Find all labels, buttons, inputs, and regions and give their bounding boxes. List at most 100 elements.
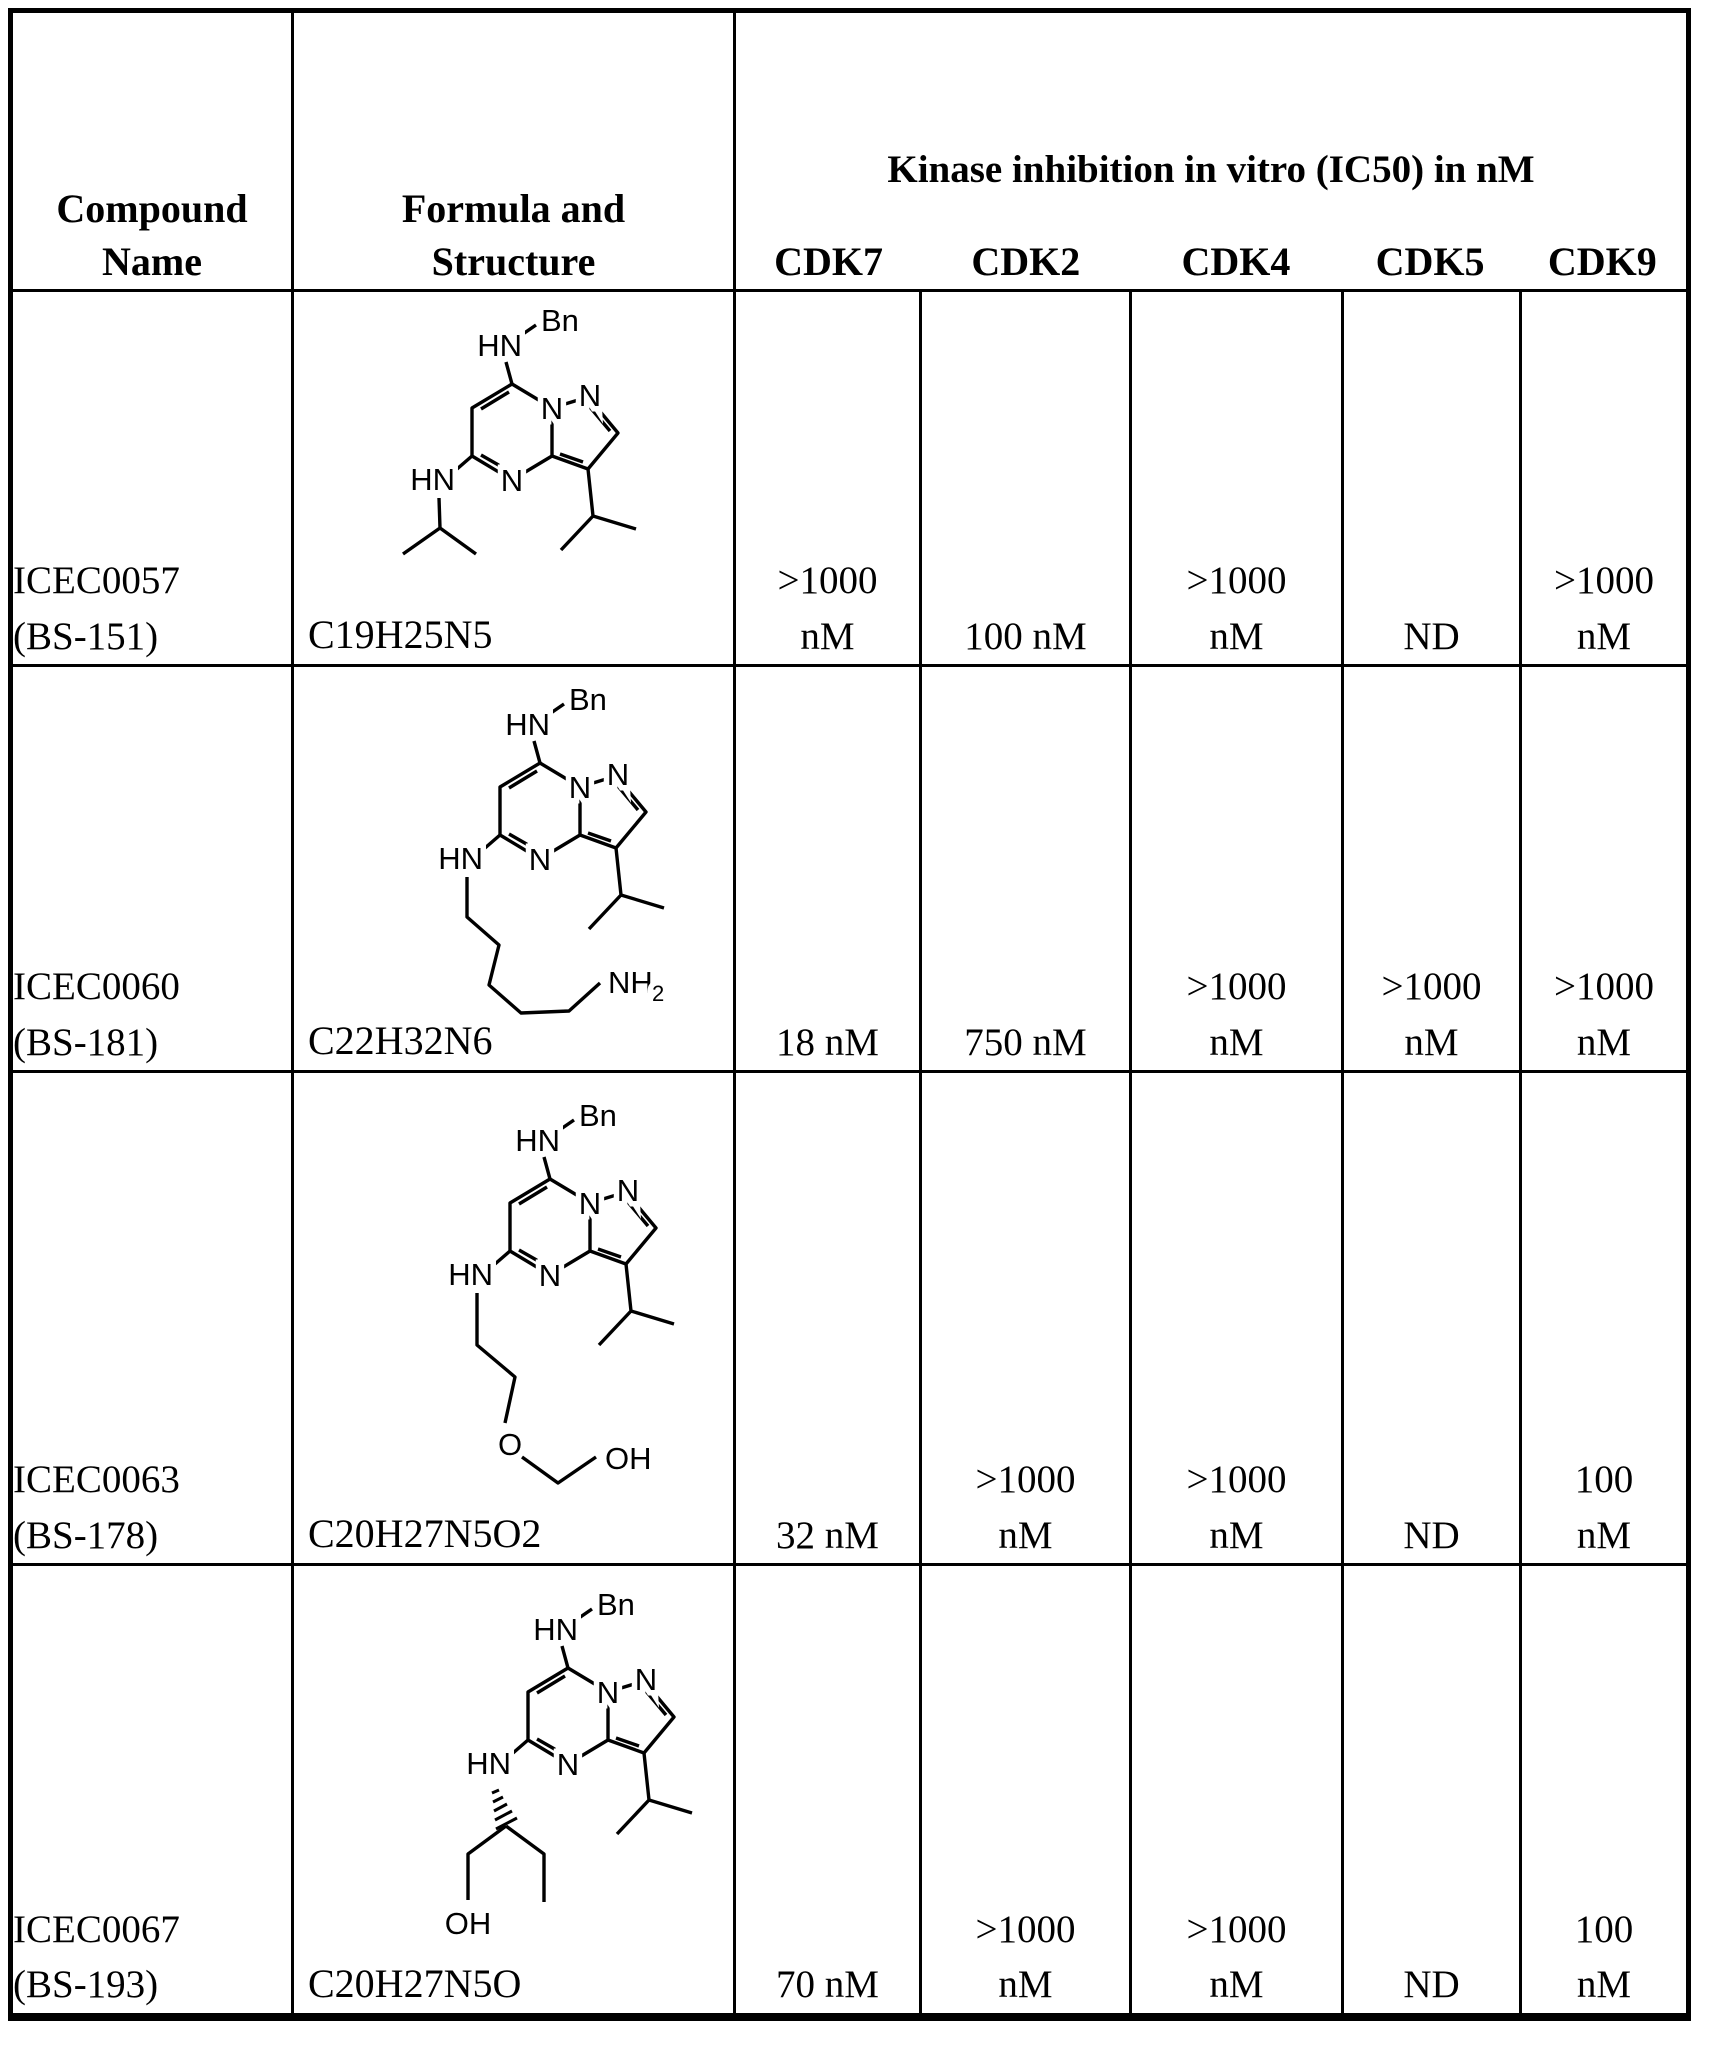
- bridgehead-n-label: N: [579, 1186, 601, 1221]
- value-cdk7: 32 nM: [733, 1070, 922, 1566]
- col-header-cdk5: CDK5: [1375, 239, 1485, 284]
- benzyl-bn-label: Bn: [579, 1098, 617, 1133]
- kinase-inhibition-table: Compound Name Formula and Structure Kina…: [8, 8, 1691, 2021]
- compound-name-line2: (BS-193): [13, 1963, 159, 2007]
- amine-hn-label: HN: [438, 841, 483, 876]
- amine-hn-label: HN: [533, 1612, 578, 1647]
- value-cdk7: 70 nM: [733, 1563, 922, 2018]
- header-row: Compound Name Formula and Structure Kina…: [9, 9, 1690, 292]
- value-cdk5: ND: [1341, 1563, 1522, 2018]
- kinase-title: Kinase inhibition in vitro (IC50) in nM: [887, 148, 1535, 191]
- pyrazole-n-label: N: [607, 757, 629, 792]
- pyrimidine-n-label: N: [539, 1258, 561, 1293]
- compound-name-line1: ICEC0067: [13, 1907, 180, 1951]
- value-line: nM: [1576, 614, 1632, 658]
- header-compound-name: Compound Name: [9, 9, 294, 292]
- value-line: 100 nM: [964, 614, 1087, 658]
- value-line: >1000: [1186, 559, 1287, 603]
- value-cdk2: 100 nM: [919, 289, 1132, 667]
- bridgehead-n-label: N: [569, 770, 591, 805]
- structure-cell-icec0057: HN Bn N N N HN C19H25N5: [291, 289, 736, 667]
- bridgehead-n-label: N: [597, 1675, 619, 1710]
- value-line: nM: [1576, 1020, 1632, 1064]
- structure-cell-icec0063: HN Bn N N N HN O OH C20H27N5O2: [291, 1070, 736, 1566]
- value-line: nM: [1209, 1963, 1264, 2007]
- value-line: >1000: [975, 1907, 1076, 1951]
- bridgehead-n-label: N: [541, 391, 563, 426]
- value-cdk2: >1000 nM: [919, 1070, 1132, 1566]
- value-line: 32 nM: [776, 1513, 879, 1557]
- hydroxyl-oh-label: OH: [445, 1906, 492, 1941]
- hydroxyl-oh-label: OH: [605, 1441, 652, 1476]
- amine-hn-label: HN: [505, 707, 550, 742]
- amine-hn-label: HN: [448, 1257, 493, 1292]
- value-line: 750 nM: [964, 1020, 1087, 1064]
- value-cdk5: ND: [1341, 289, 1522, 667]
- value-cdk2: 750 nM: [919, 664, 1132, 1073]
- benzyl-bn-label: Bn: [541, 303, 579, 338]
- value-cdk9: >1000 nM: [1519, 664, 1690, 1073]
- compound-table-sheet: Compound Name Formula and Structure Kina…: [8, 8, 1691, 2021]
- compound-name-line2: (BS-178): [13, 1513, 159, 1557]
- value-cdk5: >1000 nM: [1341, 664, 1522, 1073]
- value-cdk7: >1000 nM: [733, 289, 922, 667]
- value-line: nM: [1209, 614, 1264, 658]
- structure-cell-icec0060: HN Bn N N N HN NH 2 C22H32N6: [291, 664, 736, 1073]
- amine-subscript-2: 2: [652, 981, 664, 1006]
- value-line: >1000: [777, 559, 878, 603]
- value-line: nM: [1209, 1513, 1264, 1557]
- col-header-cdk4: CDK4: [1181, 239, 1291, 284]
- molecular-formula: C20H27N5O2: [308, 1511, 542, 1556]
- pyrimidine-n-label: N: [529, 842, 551, 877]
- value-cdk9: 100 nM: [1519, 1070, 1690, 1566]
- value-cdk5: ND: [1341, 1070, 1522, 1566]
- molecular-formula: C19H25N5: [308, 612, 493, 657]
- ether-o-label: O: [498, 1427, 522, 1462]
- chemical-structure-drawing: HN Bn N N N HN O OH: [443, 1093, 675, 1485]
- compound-name-line2: (BS-151): [13, 614, 159, 658]
- col-header-cdk9: CDK9: [1547, 239, 1657, 284]
- value-line: >1000: [1186, 1907, 1287, 1951]
- table-row: ICEC0067 (BS-193): [9, 1563, 1690, 2018]
- kinase-subheaders: CDK7 CDK2 CDK4 CDK5 CDK9: [738, 238, 1686, 288]
- value-line: >1000: [1186, 965, 1287, 1009]
- header-formula-line2: Structure: [431, 239, 596, 285]
- value-line: 70 nM: [776, 1963, 879, 2007]
- value-cdk9: >1000 nM: [1519, 289, 1690, 667]
- header-kinase-group: Kinase inhibition in vitro (IC50) in nM …: [733, 9, 1690, 292]
- table-row: ICEC0057 (BS-151): [9, 289, 1690, 667]
- terminal-amine-nh-label: NH: [608, 965, 653, 1000]
- value-line: nM: [998, 1513, 1053, 1557]
- value-line: >1000: [975, 1458, 1076, 1502]
- benzyl-bn-label: Bn: [597, 1587, 635, 1622]
- value-line: ND: [1403, 614, 1460, 658]
- compound-name-icec0067: ICEC0067 (BS-193): [9, 1563, 294, 2018]
- kinase-header-wrap: Kinase inhibition in vitro (IC50) in nM …: [738, 14, 1686, 288]
- value-line: nM: [1576, 1513, 1632, 1557]
- value-line: ND: [1403, 1513, 1460, 1557]
- value-line: >1000: [1554, 965, 1654, 1009]
- value-line: 100: [1574, 1458, 1634, 1502]
- value-line: >1000: [1186, 1458, 1287, 1502]
- compound-name-icec0057: ICEC0057 (BS-151): [9, 289, 294, 667]
- header-formula-structure: Formula and Structure: [291, 9, 736, 292]
- value-line: 100: [1574, 1907, 1634, 1951]
- value-line: 18 nM: [776, 1020, 879, 1064]
- header-compound-line2: Name: [102, 239, 202, 285]
- table-row: ICEC0060 (BS-181) HN Bn: [9, 664, 1690, 1073]
- value-cdk4: >1000 nM: [1129, 289, 1344, 667]
- header-formula-line1: Formula and: [401, 186, 626, 232]
- value-line: >1000: [1554, 559, 1654, 603]
- chemical-structure-drawing: HN Bn N N N HN NH 2: [433, 677, 670, 1015]
- header-compound-line1: Compound: [56, 186, 248, 232]
- value-cdk2: >1000 nM: [919, 1563, 1132, 2018]
- value-line: nM: [1576, 1963, 1632, 2007]
- compound-name-line1: ICEC0063: [13, 1458, 180, 1502]
- chemical-structure-drawing: HN Bn N N N HN: [402, 298, 637, 556]
- compound-name-icec0060: ICEC0060 (BS-181): [9, 664, 294, 1073]
- table-row: ICEC0063 (BS-178) HN: [9, 1070, 1690, 1566]
- col-header-cdk2: CDK2: [971, 239, 1081, 284]
- col-header-cdk7: CDK7: [774, 239, 884, 284]
- value-line: >1000: [1381, 965, 1482, 1009]
- pyrazole-n-label: N: [635, 1662, 657, 1697]
